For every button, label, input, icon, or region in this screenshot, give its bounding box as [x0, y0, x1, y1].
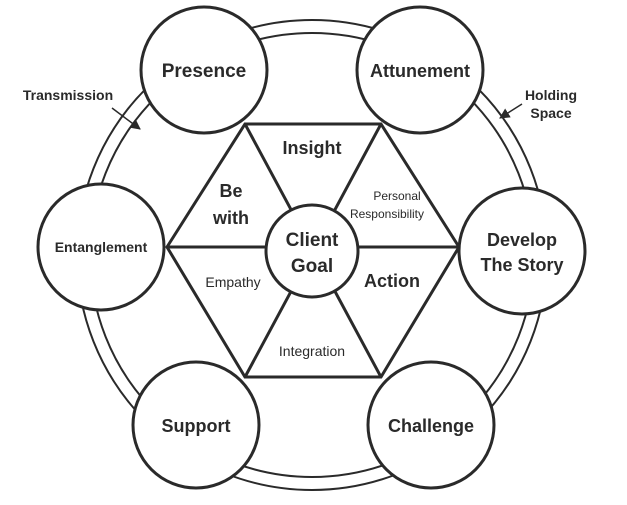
node-entanglement-label: Entanglement	[55, 239, 148, 255]
transmission-arrow	[111, 107, 141, 130]
center-node-client-goal: Client Goal	[264, 203, 360, 299]
holding-space-label-line-1: Holding	[525, 87, 577, 103]
segment-be-with-line-1: Be	[219, 181, 242, 201]
node-presence-label: Presence	[162, 61, 247, 82]
center-label-line-2: Goal	[291, 256, 333, 277]
node-challenge-label: Challenge	[388, 416, 474, 436]
node-challenge: Challenge	[366, 360, 496, 490]
node-support-label: Support	[162, 416, 231, 436]
node-develop-label-line-2: The Story	[480, 255, 563, 275]
transmission-label: Transmission	[23, 87, 113, 103]
segment-integration-label: Integration	[279, 343, 345, 359]
node-support: Support	[131, 360, 261, 490]
segment-empathy-label: Empathy	[205, 274, 260, 290]
node-entanglement: Entanglement	[36, 182, 166, 312]
node-presence: Presence	[139, 5, 269, 135]
segment-insight-label: Insight	[283, 138, 342, 158]
node-attunement-label: Attunement	[370, 61, 470, 81]
segment-be-with-line-2: with	[212, 208, 249, 228]
node-develop-label-line-1: Develop	[487, 230, 557, 250]
center-label-line-1: Client	[286, 230, 339, 251]
segment-personal-responsibility-line-1: Personal	[373, 189, 420, 203]
holding-space-arrow	[499, 103, 523, 119]
node-develop-the-story: Develop The Story	[457, 186, 587, 316]
segment-personal-responsibility-line-2: Responsibility	[350, 207, 424, 221]
holding-space-label-line-2: Space	[530, 105, 571, 121]
node-attunement: Attunement	[355, 5, 485, 135]
segment-action-label: Action	[364, 271, 420, 291]
